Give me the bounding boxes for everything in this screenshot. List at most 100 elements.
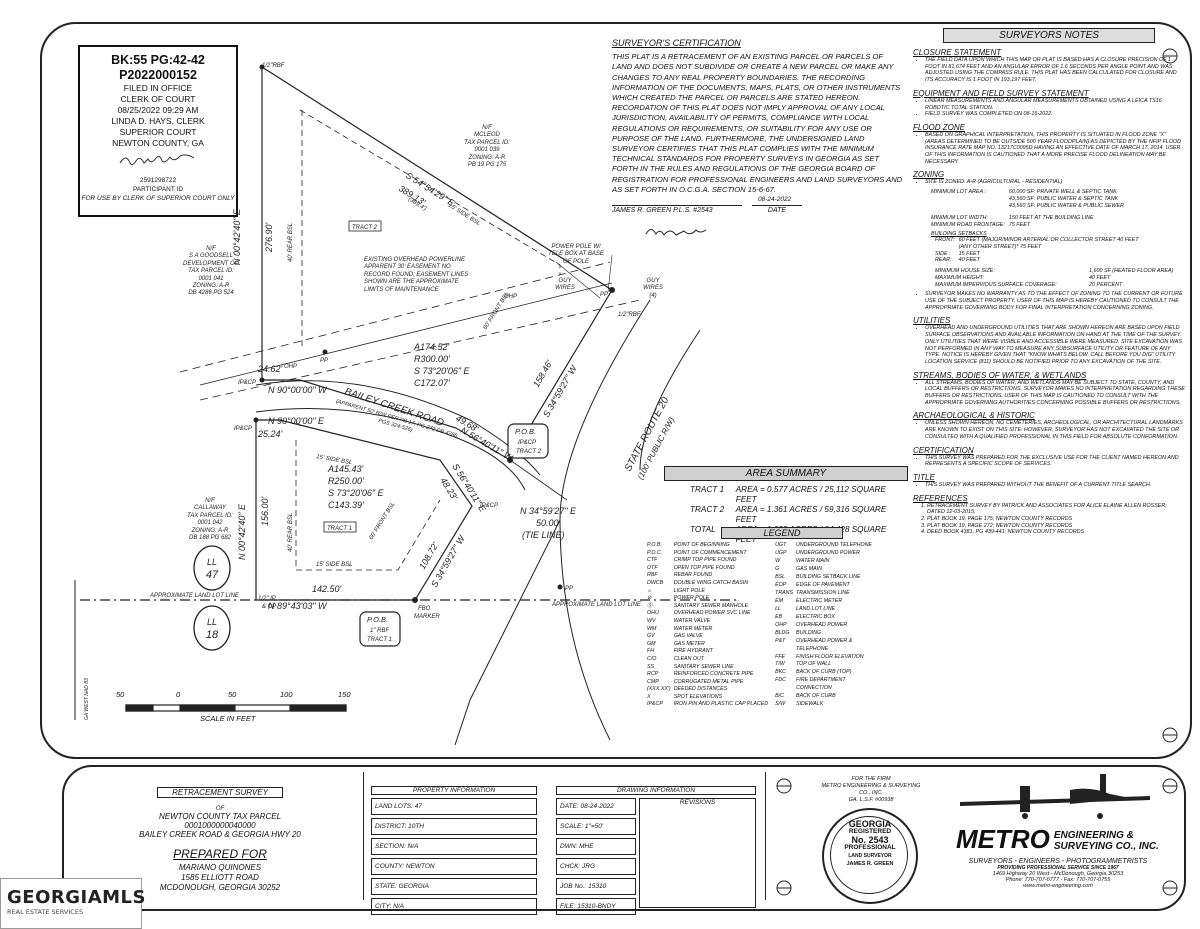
legend-abbr: BSL [775,573,786,580]
firm-name-rest: ENGINEERING & [1053,830,1134,841]
legend-desc: BUILDING SETBACK LINE [796,573,861,580]
note-item: SITE IS ZONED: A-R (AGRICULTURAL - RESID… [925,179,1185,186]
bearing-label: N 89°43'03" W [268,601,328,611]
adjoiner-line: N/F [206,246,216,252]
legend-abbr: FH [647,648,655,655]
iron-pin-marker [253,417,259,423]
legend-abbr: BKC [775,669,786,676]
front-bsl-label: 60' FRONT BSL [483,291,511,331]
legend-row: ☼LIGHT POLE [647,588,771,596]
firm-address: 1469 Highway 20 West - McDonough, Georgi… [992,871,1124,877]
watermark-sub: REAL ESTATE SERVICES [7,908,84,916]
note-item: THIS SURVEY WAS PREPARED WITHOUT THE BEN… [925,482,1185,489]
notes-heading: EQUIPMENT AND FIELD SURVEY STATEMENT [913,88,1089,98]
legend-desc: CORRUGATED METAL PIPE [673,678,744,685]
drawing-info-row: JOB No.: 15310 [556,878,636,895]
house-value: 1,600 SF (HEATED FLOOR AREA) [1089,268,1174,275]
firm-caption: GA. L.S.F. #00938 [848,797,894,803]
legend-desc: FIRE HYDRANT [673,648,713,655]
zoning-table: MINIMUM LOT AREA : 60,000 SF: PRIVATE WEL… [931,189,1128,229]
adjoiner-mcleod: N/F MCLEOD TAX PARCEL ID: 0001 039 ZONIN… [452,125,522,169]
legend-desc: TELEPHONE [796,645,829,652]
clerk-use-note: FOR USE BY CLERK OF SUPERIOR COURT ONLY [81,195,235,202]
cert-body: THIS PLAT IS A RETRACEMENT OF AN EXISTIN… [612,52,903,194]
retracement-survey-block: RETRACEMENT SURVEY OF NEWTON COUNTY TAX … [90,782,350,893]
power-pole-marker [557,584,563,590]
zoning-value: 60,000 SF: PRIVATE WELL & SEPTIC TANK [1008,189,1117,196]
legend-abbr: UGP [775,550,787,557]
reference-item: PLAT BOOK 19, PAGE 175; NEWTON COUNTY RE… [927,516,1185,523]
house-key: MAXIMUM HEIGHT: [935,274,985,281]
airplane-logo [960,774,1150,819]
ll47-label: LL [207,557,217,567]
ohp-label: OHP [284,364,297,370]
drawing-info-title: DRAWING INFORMATION [556,786,756,795]
reference-item: DEED BOOK 4381, PG 439-441; NEWTON COUNT… [927,529,1185,536]
zoning-value: 43,560 SF: PUBLIC WATER & PUBLIC SEWER [1008,202,1125,209]
zoning-key: MINIMUM LOT AREA : [931,189,987,196]
tie-line-label: (TIE LINE) [522,530,565,540]
firm-name: METRO [956,824,1050,854]
road-edge [255,408,526,491]
survey-line: 0001000000040000 [184,821,256,830]
guy-wire-line: GUY [646,278,660,284]
filed-line: 08/25/2022 09:29 AM [117,105,199,115]
bearing-label: N 00°42'40" E [237,503,247,560]
scale-tick: 50 [116,690,125,699]
legend-abbr: WM [647,625,657,632]
pob1-label: TRACT 1 [367,637,392,643]
legend-desc: FINISH FLOOR ELEVATION [796,653,864,660]
distance-label: 108.72' [417,540,440,571]
adjoiner-line: DB 4286 PG 524 [188,290,234,297]
setback-key: FRONT: [935,237,955,244]
legend-abbr: FFE [775,653,786,660]
legend-desc: CRIMP TOP PIPE FOUND [673,557,737,564]
pp-label: PP [600,292,608,298]
guy-wire-line: WIRES [643,285,663,292]
legend-abbr: EB [775,613,783,620]
property-information: PROPERTY INFORMATION LAND LOTS: 47 DISTR… [371,786,537,918]
legend-abbr: B/C [775,693,784,700]
notes-heading: REFERENCES [913,493,968,503]
legend-desc: WATER METER [673,625,713,632]
legend-row: P.O.B.POINT OF BEGINNING [647,542,771,550]
mls-watermark: GEORGIAMLS REAL ESTATE SERVICES [0,878,145,929]
front-bsl-label: 60' FRONT BSL [369,501,397,541]
house-key: MAXIMUM IMPERVIOUS SURFACE COVERAGE: [935,281,1057,288]
legend-abbr: RCP [647,671,659,678]
powerline-line: RECORD FOUND; EASEMENT LINES [364,271,469,278]
legend-abbr: GM [647,640,656,647]
datum-label: GA WEST NAD 83 [84,678,90,720]
guy-wires-note: GUY WIRES (4) [638,278,668,300]
house-key: MINIMUM HOUSE SIZE: [935,268,995,275]
instrument-number: P2022000152 [119,68,197,82]
setbacks-heading: BUILDING SETBACKS [931,230,987,237]
legend-desc: OVERHEAD POWER [796,621,848,628]
ipcp-label: IP&CP [238,380,256,386]
firm-caption: METRO ENGINEERING & SURVEYING CO., INC. [821,783,921,796]
adjoiner-line: TAX PARCEL ID: [188,268,234,275]
legend-abbr: T/W [775,661,785,668]
legend-abbr: P&T [775,637,786,644]
legend-desc: SIDEWALK [796,701,824,708]
fbo-label: MARKER [414,614,440,620]
easement-line [199,299,641,401]
drawing-info-row: DWN: MHE [556,838,636,855]
drawing-info-row: CHCK: JRG [556,858,636,875]
house-value: 20 PERCENT [1089,281,1123,288]
guy-wire-line: WIRES [555,285,575,292]
area-row-name: TRACT 1 [690,485,725,494]
legend-desc: POINT OF COMMENCEMENT [673,549,747,556]
legend-abbr: OHU [647,610,659,617]
zoning-key: MINIMUM ROAD FRONTAGE: [931,221,1005,228]
guy-wires-note: GUY WIRES [550,278,580,293]
legend-desc: EDGE OF PAVEMENT [796,581,850,588]
legend-desc: GAS METER [673,640,705,647]
drawing-info-row: FILE: 15310-BNDY [556,898,636,915]
